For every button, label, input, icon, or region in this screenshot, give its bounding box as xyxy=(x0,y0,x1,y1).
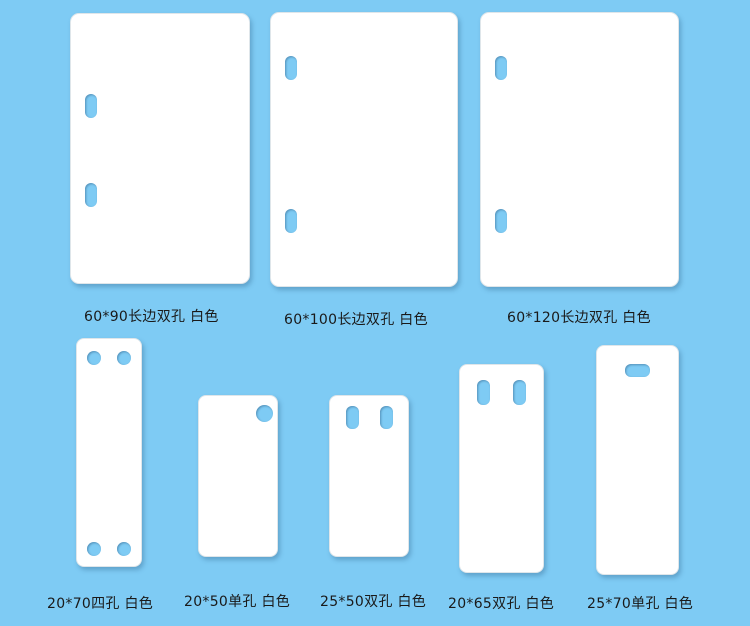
tag-20x50 xyxy=(198,395,278,557)
hole-top xyxy=(625,364,650,377)
tag-60x120 xyxy=(480,12,679,287)
hole-right xyxy=(513,380,526,405)
tag-20x70 xyxy=(76,338,142,567)
hole-top xyxy=(495,56,507,80)
label-20x70: 20*70四孔 白色 xyxy=(47,596,154,612)
label-20x50: 20*50单孔 白色 xyxy=(184,594,291,610)
hole-bottom xyxy=(495,209,507,233)
label-60x120: 60*120长边双孔 白色 xyxy=(507,310,651,326)
tag-25x70 xyxy=(596,345,679,575)
hole-left xyxy=(346,406,359,429)
tag-20x65 xyxy=(459,364,544,573)
label-60x100: 60*100长边双孔 白色 xyxy=(284,312,428,328)
tag-60x100 xyxy=(270,12,458,287)
hole-left xyxy=(477,380,490,405)
tag-60x90 xyxy=(70,13,250,284)
label-20x65: 20*65双孔 白色 xyxy=(448,596,555,612)
hole-right xyxy=(380,406,393,429)
label-25x50: 25*50双孔 白色 xyxy=(320,594,427,610)
hole-bottom-right xyxy=(117,542,131,556)
hole-top-right xyxy=(256,405,273,422)
hole-top xyxy=(285,56,297,80)
hole-top-left xyxy=(87,351,101,365)
hole-top xyxy=(85,94,97,118)
hole-bottom xyxy=(85,183,97,207)
hole-top-right xyxy=(117,351,131,365)
tag-25x50 xyxy=(329,395,409,557)
label-25x70: 25*70单孔 白色 xyxy=(587,596,694,612)
label-60x90: 60*90长边双孔 白色 xyxy=(84,309,219,325)
hole-bottom xyxy=(285,209,297,233)
hole-bottom-left xyxy=(87,542,101,556)
